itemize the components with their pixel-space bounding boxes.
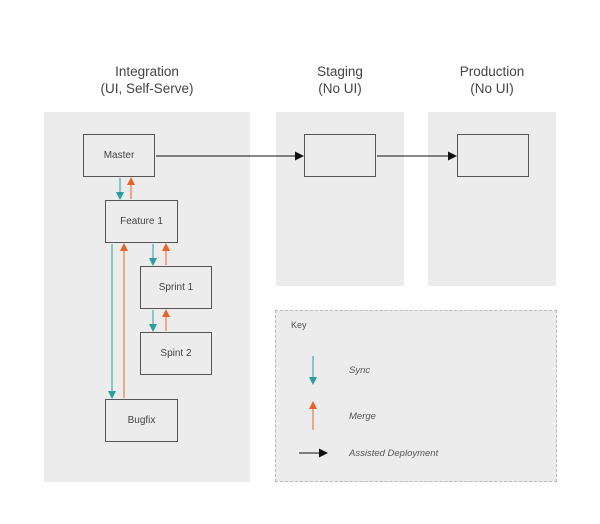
- sprint2-label: Spint 2: [160, 348, 192, 359]
- staging-title-line2: (No UI): [318, 81, 362, 96]
- bugfix-label: Bugfix: [127, 415, 156, 426]
- staging-title: Staging (No UI): [276, 63, 404, 97]
- key-title: Key: [291, 320, 307, 330]
- master-node: Master: [83, 134, 155, 177]
- integration-title-line2: (UI, Self-Serve): [100, 81, 194, 96]
- production-node: [457, 134, 529, 177]
- staging-node: [304, 134, 376, 177]
- integration-title-line1: Integration: [115, 64, 179, 79]
- staging-title-line1: Staging: [317, 64, 363, 79]
- sprint1-label: Sprint 1: [158, 282, 194, 293]
- production-title-line1: Production: [459, 64, 525, 79]
- master-label: Master: [103, 150, 135, 161]
- bugfix-node: Bugfix: [105, 399, 178, 442]
- key-sync-label: Sync: [349, 365, 371, 376]
- sprint1-node: Sprint 1: [140, 266, 212, 309]
- key-merge-label: Merge: [349, 411, 376, 422]
- feature1-label: Feature 1: [120, 216, 163, 227]
- key-deploy-label: Assisted Deployment: [349, 448, 439, 459]
- sprint2-node: Spint 2: [140, 332, 212, 375]
- feature1-node: Feature 1: [105, 200, 178, 243]
- production-title-line2: (No UI): [470, 81, 514, 96]
- integration-title: Integration (UI, Self-Serve): [44, 63, 250, 97]
- production-title: Production (No UI): [428, 63, 556, 97]
